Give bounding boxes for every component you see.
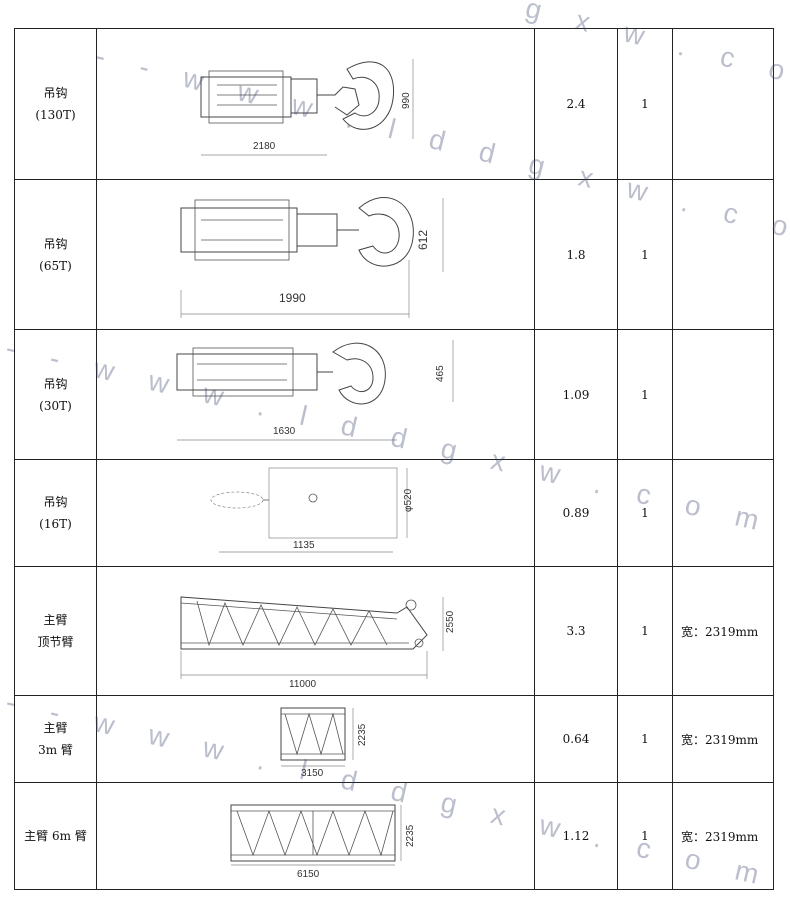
- item-name-line2: (65T): [39, 258, 72, 273]
- dim-width-label: 1990: [279, 291, 306, 305]
- quantity-cell: 1: [617, 695, 673, 783]
- hook-30t-drawing: 1630 465: [176, 340, 454, 441]
- item-name-line2: 3m 臂: [38, 743, 73, 757]
- item-name-line2: (16T): [39, 517, 72, 531]
- item-name-cell: 主臂 3m 臂: [14, 695, 97, 783]
- quantity-cell: 1: [617, 459, 673, 567]
- table-row: 主臂 顶节臂 11000 2550 3.3 1 宽：2319mm: [14, 566, 774, 696]
- drawing-cell: φ520 1135: [96, 459, 535, 567]
- weight-cell: 0.89: [534, 459, 618, 567]
- quantity-cell: 1: [617, 179, 673, 330]
- weight-cell: 1.12: [534, 782, 618, 890]
- item-name-line1: 吊钩: [43, 495, 68, 509]
- drawing-cell: 11000 2550: [96, 566, 535, 696]
- weight-cell: 1.09: [534, 329, 618, 460]
- item-name-line1: 吊钩: [43, 376, 68, 391]
- table-row: 主臂 6m 臂 6150 2235 1.12 1 宽：2319mm: [14, 782, 774, 890]
- dim-height-label: 2235: [357, 723, 368, 746]
- weight-cell: 2.4: [534, 28, 618, 180]
- equipment-spec-table: 吊钩 (130T) 2180 990 2.4 1: [14, 28, 774, 890]
- item-name-cell: 吊钩 (16T): [14, 459, 97, 567]
- table-row: 吊钩 (65T) 1990 612 1.8 1: [14, 179, 774, 330]
- note-cell: [672, 179, 774, 330]
- item-name-line2: (30T): [39, 398, 72, 413]
- note-cell: 宽：2319mm: [672, 695, 774, 783]
- dim-width-label: 2180: [253, 141, 276, 152]
- item-name-line1: 主臂 6m 臂: [24, 829, 87, 843]
- dim-height-label: φ520: [403, 488, 414, 512]
- item-name-line1: 主臂: [43, 613, 68, 627]
- dim-width-label: 1135: [293, 540, 315, 551]
- hook-16t-drawing: φ520 1135: [210, 467, 414, 553]
- dim-height-label: 612: [416, 230, 430, 250]
- item-name-line1: 吊钩: [43, 236, 68, 251]
- weight-cell: 0.64: [534, 695, 618, 783]
- table-row: 吊钩 (30T) 1630 465 1.09 1: [14, 329, 774, 460]
- drawing-cell: 6150 2235: [96, 782, 535, 890]
- dim-height-label: 465: [435, 365, 446, 382]
- weight-cell: 1.8: [534, 179, 618, 330]
- note-cell: [672, 329, 774, 460]
- item-name-line1: 主臂: [43, 721, 68, 735]
- dim-width-label: 11000: [289, 679, 317, 690]
- weight-cell: 3.3: [534, 566, 618, 696]
- item-name-line1: 吊钩: [43, 86, 68, 100]
- dim-width-label: 3150: [301, 768, 324, 779]
- item-name-cell: 主臂 6m 臂: [14, 782, 97, 890]
- boom-6m-drawing: 6150 2235: [230, 804, 416, 880]
- dim-width-label: 1630: [273, 426, 296, 437]
- dim-height-label: 2235: [405, 824, 416, 847]
- drawing-cell: 3150 2235: [96, 695, 535, 783]
- dim-height-label: 990: [401, 92, 412, 109]
- dim-width-label: 6150: [297, 869, 320, 880]
- quantity-cell: 1: [617, 329, 673, 460]
- item-name-line2: (130T): [35, 108, 76, 122]
- item-name-cell: 吊钩 (65T): [14, 179, 97, 330]
- table-row: 吊钩 (16T) φ520 1135 0.89 1: [14, 459, 774, 567]
- hook-65t-drawing: 1990 612: [180, 197, 444, 318]
- quantity-cell: 1: [617, 28, 673, 180]
- dim-height-label: 2550: [445, 610, 456, 633]
- drawing-cell: 1630 465: [96, 329, 535, 460]
- note-cell: [672, 459, 774, 567]
- table-row: 吊钩 (130T) 2180 990 2.4 1: [14, 28, 774, 180]
- top-boom-drawing: 11000 2550: [180, 596, 456, 690]
- item-name-cell: 吊钩 (130T): [14, 28, 97, 180]
- note-cell: 宽：2319mm: [672, 782, 774, 890]
- boom-3m-drawing: 3150 2235: [280, 707, 368, 779]
- drawing-cell: 2180 990: [96, 28, 535, 180]
- drawing-cell: 1990 612: [96, 179, 535, 330]
- item-name-cell: 吊钩 (30T): [14, 329, 97, 460]
- table-row: 主臂 3m 臂 3150 2235 0.64 1 宽：2319mm: [14, 695, 774, 783]
- note-cell: [672, 28, 774, 180]
- quantity-cell: 1: [617, 566, 673, 696]
- note-cell: 宽：2319mm: [672, 566, 774, 696]
- item-name-cell: 主臂 顶节臂: [14, 566, 97, 696]
- hook-130t-drawing: 2180 990: [200, 59, 414, 156]
- quantity-cell: 1: [617, 782, 673, 890]
- item-name-line2: 顶节臂: [37, 635, 74, 649]
